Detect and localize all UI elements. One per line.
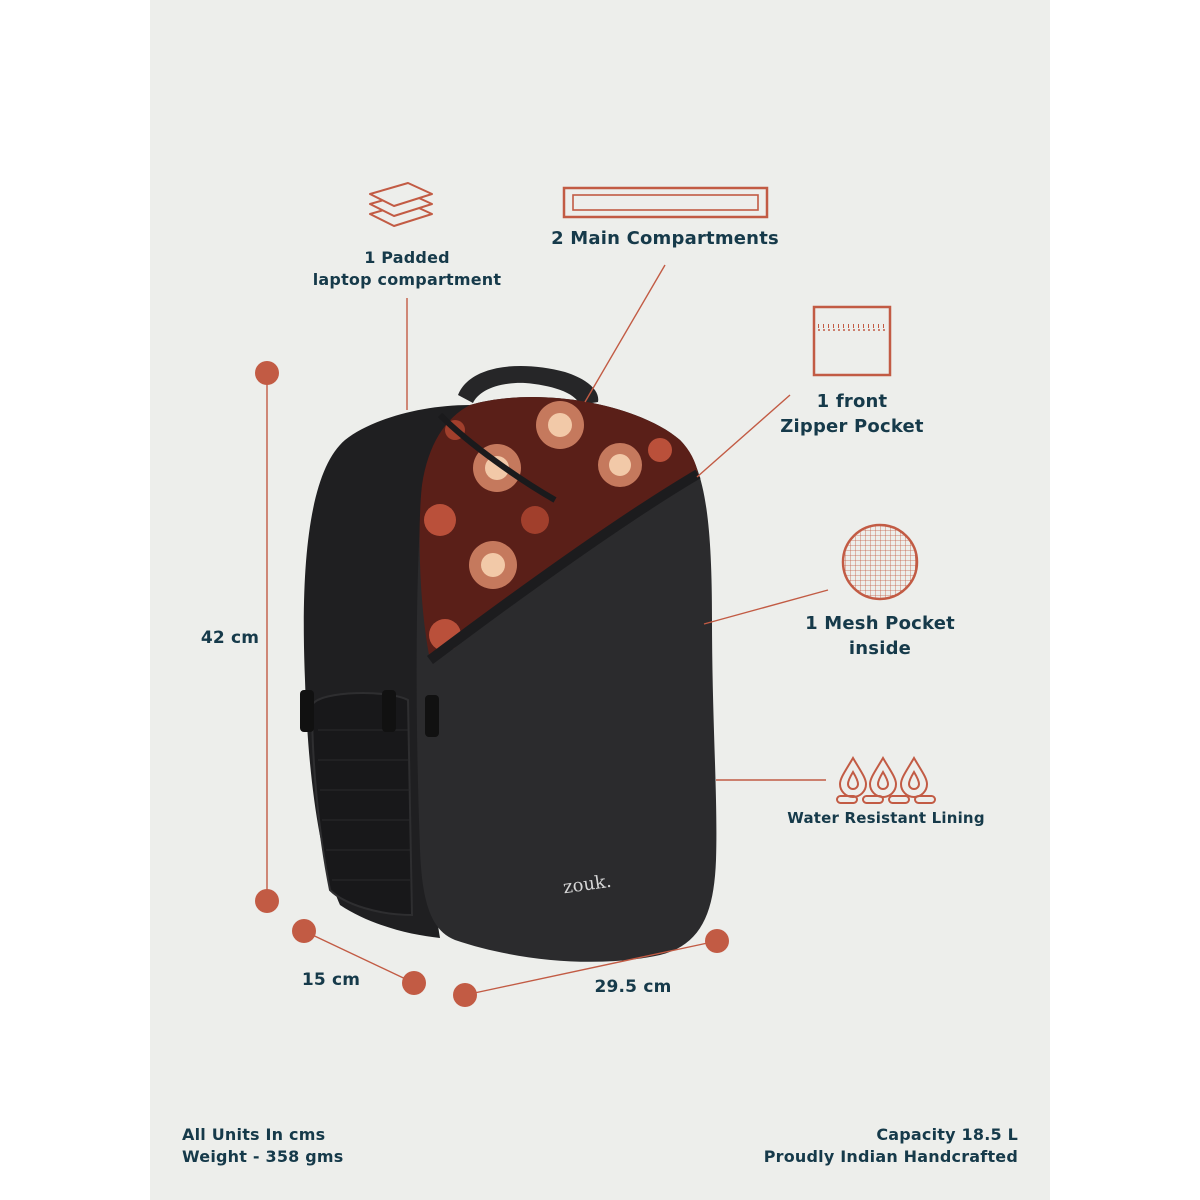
feature-laptop-line-2: laptop compartment (312, 270, 502, 289)
dimension-dots (255, 361, 729, 1007)
footer-right: Capacity 18.5 L Proudly Indian Handcraft… (764, 1124, 1018, 1168)
depth-end-dot (402, 971, 426, 995)
compartment-rectangle-icon (562, 186, 769, 219)
mesh-side-pocket (310, 692, 414, 917)
width-line (464, 940, 718, 996)
feature-front-pocket-line-1: 1 front (816, 391, 888, 412)
backpack-image: zouk. (300, 365, 717, 962)
feature-water-resistant-label: Water Resistant Lining (781, 807, 991, 829)
depth-label: 15 cm (301, 970, 361, 990)
dimension-markers (266, 373, 718, 996)
zipper-pocket-icon (812, 305, 892, 377)
leader-lines (406, 264, 829, 781)
width-start-dot (453, 983, 477, 1007)
leader-mesh-pocket (703, 589, 829, 625)
height-top-dot (255, 361, 279, 385)
leader-main-compartments (584, 264, 666, 403)
depth-start-dot (292, 919, 316, 943)
backpack-handle (458, 365, 599, 405)
water-drops-icon (836, 756, 936, 804)
stacked-layers-icon (369, 182, 433, 227)
diagonal-trim (427, 469, 701, 665)
zipper-pull-left (300, 690, 314, 732)
footer-left: All Units In cms Weight - 358 gms (182, 1124, 344, 1168)
feature-water-resistant-line-1: Water Resistant Lining (787, 809, 985, 827)
height-label: 42 cm (200, 628, 260, 648)
leader-front-pocket (696, 394, 791, 478)
feature-laptop-label: 1 Padded laptop compartment (307, 247, 507, 291)
feature-mesh-pocket-label: 1 Mesh Pocket inside (790, 611, 970, 661)
feature-mesh-pocket-line-1: 1 Mesh Pocket (805, 613, 955, 634)
footer-capacity: Capacity 18.5 L (876, 1125, 1018, 1144)
zipper-pull-mid (382, 690, 396, 732)
feature-mesh-pocket-line-2: inside (848, 638, 912, 659)
footer-units-note: All Units In cms (182, 1125, 326, 1144)
depth-line (303, 930, 415, 984)
height-bottom-dot (255, 889, 279, 913)
zipper-pull-right (425, 695, 439, 737)
width-end-dot (705, 929, 729, 953)
feature-main-compartments-label: 2 Main Compartments (540, 227, 790, 251)
width-label: 29.5 cm (594, 977, 672, 997)
footer-weight: Weight - 358 gms (182, 1147, 344, 1166)
footer-origin: Proudly Indian Handcrafted (763, 1147, 1018, 1166)
feature-front-pocket-label: 1 front Zipper Pocket (762, 389, 942, 439)
front-zipper-seam (437, 412, 557, 503)
mesh-circle-icon (841, 523, 919, 601)
feature-main-compartments-line-1: 2 Main Compartments (551, 228, 779, 249)
feature-laptop-line-1: 1 Padded (364, 248, 450, 267)
feature-front-pocket-line-2: Zipper Pocket (780, 416, 924, 437)
